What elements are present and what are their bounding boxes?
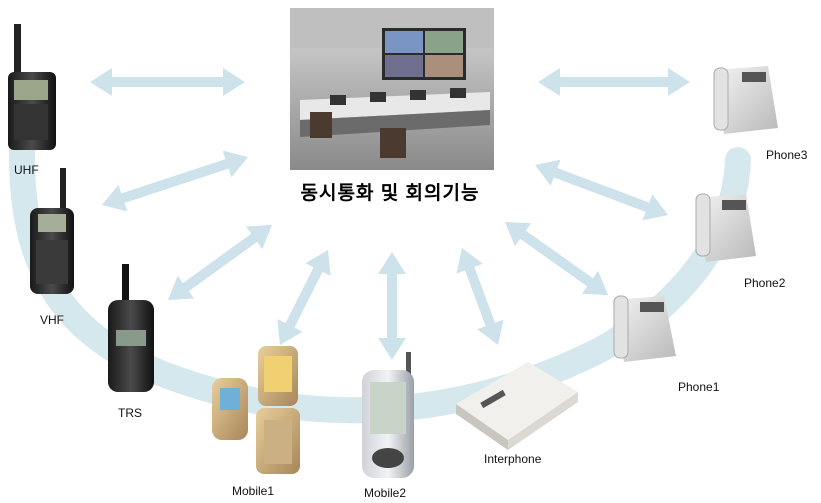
connection-arrow-4 <box>277 250 331 345</box>
label-vhf: VHF <box>40 313 64 327</box>
phone3-image <box>713 66 778 134</box>
connection-arrow-7 <box>505 222 608 295</box>
mobile2-image <box>362 352 414 478</box>
label-phone3: Phone3 <box>766 148 808 162</box>
label-mobile2: Mobile2 <box>364 486 407 500</box>
vhf-radio-image <box>30 168 74 294</box>
phone2-image <box>695 193 756 262</box>
mobile1-image <box>212 346 300 474</box>
label-uhf: UHF <box>14 163 39 177</box>
connection-arrow-2 <box>102 150 248 212</box>
label-trs: TRS <box>118 406 142 420</box>
label-mobile1: Mobile1 <box>232 484 275 498</box>
connection-arrow-3 <box>168 225 272 300</box>
label-phone2: Phone2 <box>744 276 786 290</box>
phone1-image <box>612 295 676 362</box>
label-phone1: Phone1 <box>678 380 720 394</box>
label-interphone: Interphone <box>484 452 542 466</box>
connection-arrow-8 <box>535 159 668 221</box>
connection-arrow-1 <box>90 68 245 96</box>
trs-radio-image <box>108 264 154 392</box>
uhf-radio-image <box>8 24 56 150</box>
connection-arrow-9 <box>538 68 690 96</box>
center-title: 동시통화 및 회의기능 <box>300 183 480 204</box>
control-room-image <box>290 8 494 170</box>
interphone-image <box>456 362 578 450</box>
connection-arrow-5 <box>378 252 406 360</box>
connection-arrow-6 <box>456 248 504 345</box>
